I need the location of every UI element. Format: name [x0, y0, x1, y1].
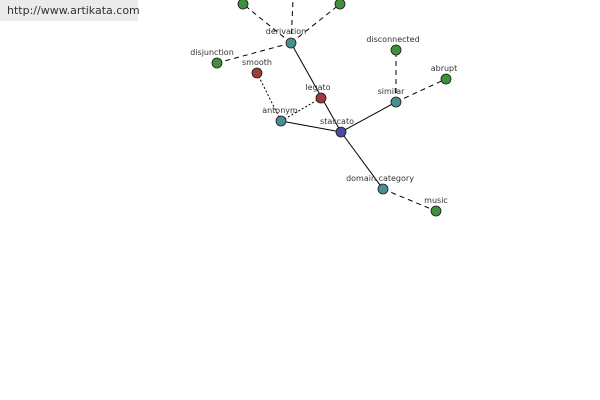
- edge-derivation-top-right: [290, 3, 341, 44]
- node-abrupt[interactable]: [440, 73, 452, 85]
- node-derivation[interactable]: [285, 37, 297, 49]
- label-music: music: [424, 196, 448, 205]
- edge-derivation-top-left: [242, 3, 292, 44]
- node-staccato[interactable]: [335, 126, 347, 138]
- label-staccato: staccato: [320, 117, 354, 126]
- edge-derivation-disjunction: [216, 42, 292, 64]
- node-disjunction[interactable]: [211, 57, 223, 69]
- label-domain-category: domain category: [346, 174, 414, 183]
- node-top-left[interactable]: [237, 0, 249, 10]
- edge-staccato-derivation: [290, 42, 342, 133]
- label-abrupt: abrupt: [431, 64, 458, 73]
- label-similar: similar: [378, 87, 406, 96]
- edge-domain-category-music: [382, 188, 437, 212]
- edge-derivation-offscreen: [290, 0, 294, 44]
- graph-labels: derivation disjunction smooth disconnect…: [190, 27, 457, 205]
- source-url-banner[interactable]: http://www.artikata.com: [0, 0, 140, 21]
- node-top-right[interactable]: [334, 0, 346, 10]
- label-disconnected: disconnected: [366, 35, 419, 44]
- edge-staccato-antonym: [280, 120, 342, 133]
- label-antonym: antonym: [262, 106, 298, 115]
- graph-edges: [216, 0, 447, 212]
- node-similar[interactable]: [390, 96, 402, 108]
- label-legato: legato: [305, 83, 330, 92]
- edge-antonym-smooth: [256, 72, 282, 122]
- node-antonym[interactable]: [275, 115, 287, 127]
- node-domain-category[interactable]: [377, 183, 389, 195]
- node-music[interactable]: [430, 205, 442, 217]
- node-smooth[interactable]: [251, 67, 263, 79]
- node-legato[interactable]: [315, 92, 327, 104]
- label-smooth: smooth: [242, 58, 272, 67]
- edge-staccato-similar: [340, 101, 397, 133]
- edge-staccato-domain-category: [340, 131, 384, 190]
- edge-similar-abrupt: [395, 78, 447, 103]
- label-derivation: derivation: [266, 27, 306, 36]
- label-disjunction: disjunction: [190, 48, 234, 57]
- node-disconnected[interactable]: [390, 44, 402, 56]
- graph-nodes: [211, 0, 452, 217]
